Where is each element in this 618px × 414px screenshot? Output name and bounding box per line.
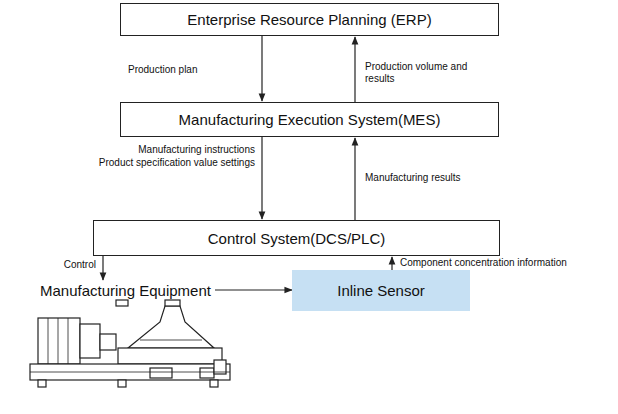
inline-sensor-box: Inline Sensor	[292, 270, 470, 311]
edge-label: Control	[40, 259, 96, 271]
edge-label: Production plan	[128, 64, 198, 76]
motor-body	[38, 318, 80, 364]
edge-label: Manufacturing instructions	[40, 144, 255, 156]
control-system-box: Control System(DCS/PLC)	[93, 220, 500, 256]
flow-arrow	[354, 37, 355, 102]
edge-label: Production volume and results	[365, 61, 495, 85]
bowl-cover	[128, 306, 214, 348]
flow-arrow	[261, 137, 262, 219]
flow-arrow	[354, 138, 355, 220]
edge-label: Product specification value settings	[10, 157, 255, 169]
edge-label: Manufacturing results	[365, 172, 461, 184]
mes-box: Manufacturing Execution System(MES)	[120, 102, 499, 137]
equipment-label-node: Manufacturing Equipment	[40, 281, 213, 299]
flow-arrow	[261, 36, 262, 101]
node-text: Inline Sensor	[337, 282, 425, 299]
node-text: Manufacturing Execution System(MES)	[179, 111, 441, 128]
edge-label: Component concentration information	[400, 257, 567, 269]
flow-arrow	[102, 256, 103, 280]
flow-arrow	[215, 289, 292, 290]
machine-base	[30, 364, 230, 380]
node-text: Enterprise Resource Planning (ERP)	[187, 11, 431, 28]
erp-box: Enterprise Resource Planning (ERP)	[120, 3, 499, 36]
flow-arrow	[391, 257, 392, 270]
node-text: Manufacturing Equipment	[40, 282, 211, 299]
node-text: Control System(DCS/PLC)	[208, 230, 386, 247]
